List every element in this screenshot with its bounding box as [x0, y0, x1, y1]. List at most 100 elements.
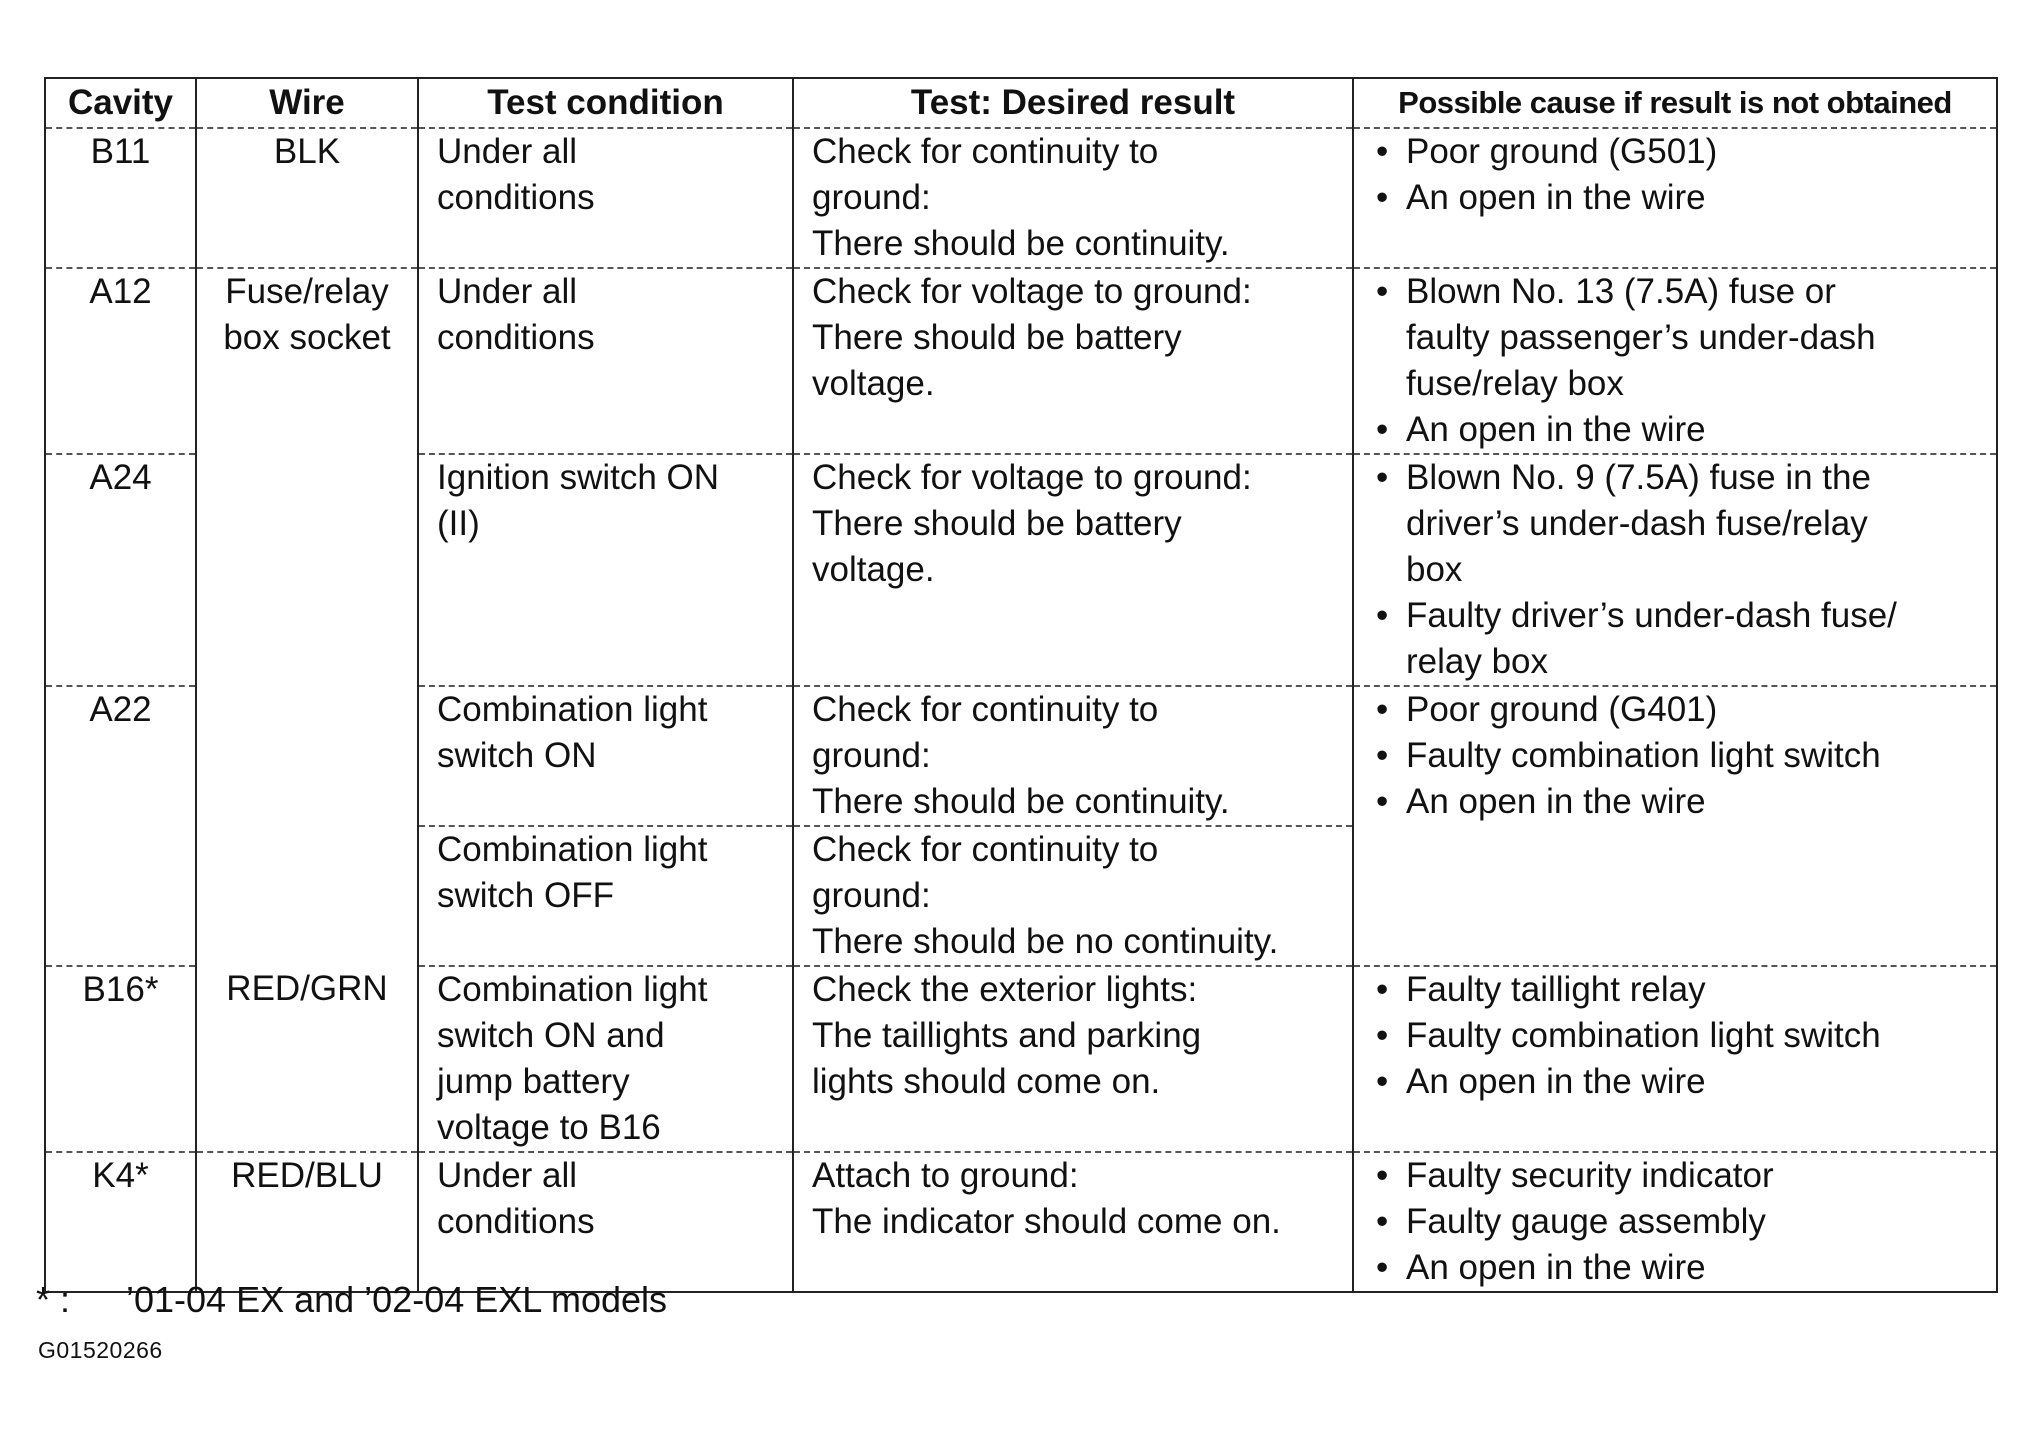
- cause-item: Faulty gauge assembly: [1372, 1199, 1986, 1245]
- cause-item: Faulty combination light switch: [1372, 733, 1986, 779]
- text-line: conditions: [437, 318, 595, 357]
- wire-cell: Fuse/relay box socket: [195, 268, 419, 966]
- cavity-cell: A12: [44, 268, 197, 455]
- cause-item: Faulty driver’s under-dash fuse/ relay b…: [1372, 593, 1986, 685]
- text-line: box socket: [223, 318, 391, 357]
- table-row: A12 Fuse/relay box socket Under all cond…: [44, 268, 1998, 966]
- text-line: Check for continuity to: [812, 830, 1159, 869]
- text-line: Faulty driver’s under-dash fuse/: [1406, 596, 1897, 635]
- possible-cause-cell: Poor ground (G501) An open in the wire: [1352, 128, 1998, 269]
- table-row: Combination light switch OFF Check for c…: [45, 826, 1997, 967]
- table-header-row: Cavity Wire Test condition Test: Desired…: [44, 77, 1998, 129]
- test-condition-cell: Under all conditions: [417, 128, 794, 269]
- text-line: There should be continuity.: [812, 782, 1230, 821]
- text-line: Under all: [437, 272, 578, 311]
- text-line: driver’s under-dash fuse/relay: [1406, 504, 1868, 543]
- footnote-text: ’01-04 EX and ’02-04 EXL models: [126, 1279, 668, 1320]
- text-line: Check for continuity to: [812, 132, 1159, 171]
- text-line: Combination light: [437, 830, 708, 869]
- figure-code: G01520266: [38, 1337, 163, 1363]
- text-line: Combination light: [437, 690, 708, 729]
- text-line: ground:: [812, 736, 931, 775]
- footnote-mark: * :: [36, 1279, 71, 1320]
- text-line: Ignition switch ON: [437, 458, 720, 497]
- possible-cause-cell: Blown No. 9 (7.5A) fuse in the driver’s …: [1352, 454, 1998, 687]
- footnote: * : ’01-04 EX and ’02-04 EXL models: [36, 1278, 667, 1322]
- header-possible-cause: Possible cause if result is not obtained: [1352, 77, 1998, 129]
- text-line: There should be battery: [812, 504, 1182, 543]
- text-line: fuse/relay box: [1406, 364, 1624, 403]
- desired-result-cell: Check for continuity to ground: There sh…: [792, 686, 1354, 827]
- desired-result-cell: Check for voltage to ground: There shoul…: [792, 454, 1354, 687]
- text-line: faulty passenger’s under-dash: [1406, 318, 1876, 357]
- text-line: The taillights and parking: [812, 1016, 1202, 1055]
- desired-result-cell: Attach to ground: The indicator should c…: [792, 1152, 1354, 1293]
- test-condition-cell: Combination light switch OFF: [417, 826, 794, 967]
- text-line: box: [1406, 550, 1463, 589]
- cause-item: An open in the wire: [1372, 1245, 1986, 1291]
- text-line: jump battery: [437, 1062, 630, 1101]
- cavity-cell: B16*: [44, 966, 197, 1153]
- text-line: Fuse/relay: [225, 272, 389, 311]
- text-line: Attach to ground:: [812, 1156, 1079, 1195]
- possible-cause-cell: Faulty taillight relay Faulty combinatio…: [1352, 966, 1998, 1153]
- text-line: switch OFF: [437, 876, 614, 915]
- text-line: ground:: [812, 178, 931, 217]
- table-row: B11 BLK Under all conditions Check for c…: [44, 128, 1998, 269]
- table-row: K4* RED/BLU Under all conditions Attach …: [44, 1152, 1998, 1293]
- cavity-cell: B11: [44, 128, 197, 269]
- table-row: A24 Ignition switch ON (II) Check for vo…: [44, 454, 1998, 687]
- text-line: The indicator should come on.: [812, 1202, 1281, 1241]
- text-line: Check for voltage to ground:: [812, 458, 1252, 497]
- test-condition-cell: Under all conditions: [417, 268, 794, 455]
- test-condition-cell: Combination light switch ON: [417, 686, 794, 827]
- cause-item: Faulty combination light switch: [1372, 1013, 1986, 1059]
- desired-result-cell: Check for continuity to ground: There sh…: [792, 826, 1354, 967]
- desired-result-cell: Check the exterior lights: The taillight…: [792, 966, 1354, 1153]
- header-wire: Wire: [195, 77, 419, 129]
- cavity-cell: K4*: [44, 1152, 197, 1293]
- possible-cause-cell: Poor ground (G401) Faulty combination li…: [1352, 686, 1998, 967]
- test-condition-cell: Under all conditions: [417, 1152, 794, 1293]
- text-line: switch ON: [437, 736, 597, 775]
- text-line: Check for voltage to ground:: [812, 272, 1252, 311]
- cause-item: Blown No. 13 (7.5A) fuse or faulty passe…: [1372, 269, 1986, 407]
- connector-test-table: Cavity Wire Test condition Test: Desired…: [44, 77, 1998, 1293]
- desired-result-cell: Check for voltage to ground: There shoul…: [792, 268, 1354, 455]
- text-line: Combination light: [437, 970, 708, 1009]
- cause-item: Faulty taillight relay: [1372, 967, 1986, 1013]
- desired-result-cell: Check for continuity to ground: There sh…: [792, 128, 1354, 269]
- text-line: There should be no continuity.: [812, 922, 1279, 961]
- text-line: There should be continuity.: [812, 224, 1230, 263]
- text-line: ground:: [812, 876, 931, 915]
- text-line: voltage.: [812, 550, 935, 589]
- wire-cell: RED/GRN: [195, 966, 419, 1153]
- cause-item: Poor ground (G501): [1372, 129, 1986, 175]
- text-line: conditions: [437, 1202, 595, 1241]
- cause-item: Faulty security indicator: [1372, 1153, 1986, 1199]
- text-line: (II): [437, 504, 480, 543]
- possible-cause-cell: Faulty security indicator Faulty gauge a…: [1352, 1152, 1998, 1293]
- table-row: B16* RED/GRN Combination light switch ON…: [44, 966, 1998, 1153]
- text-line: conditions: [437, 178, 595, 217]
- text-line: Blown No. 9 (7.5A) fuse in the: [1406, 458, 1871, 497]
- text-line: switch ON and: [437, 1016, 665, 1055]
- cause-item: Blown No. 9 (7.5A) fuse in the driver’s …: [1372, 455, 1986, 593]
- text-line: Check for continuity to: [812, 690, 1159, 729]
- possible-cause-cell: Blown No. 13 (7.5A) fuse or faulty passe…: [1352, 268, 1998, 455]
- wire-cell: RED/BLU: [195, 1152, 419, 1293]
- cavity-cell: A24: [44, 454, 197, 687]
- header-cavity: Cavity: [44, 77, 197, 129]
- test-condition-cell: Ignition switch ON (II): [417, 454, 794, 687]
- cause-item: Poor ground (G401): [1372, 687, 1986, 733]
- cause-item: An open in the wire: [1372, 1059, 1986, 1105]
- text-line: Under all: [437, 1156, 578, 1195]
- text-line: voltage.: [812, 364, 935, 403]
- text-line: lights should come on.: [812, 1062, 1161, 1101]
- cavity-cell: A22: [44, 686, 197, 967]
- text-line: voltage to B16: [437, 1108, 661, 1147]
- header-desired-result: Test: Desired result: [792, 77, 1354, 129]
- cause-item: An open in the wire: [1372, 779, 1986, 825]
- header-test-condition: Test condition: [417, 77, 794, 129]
